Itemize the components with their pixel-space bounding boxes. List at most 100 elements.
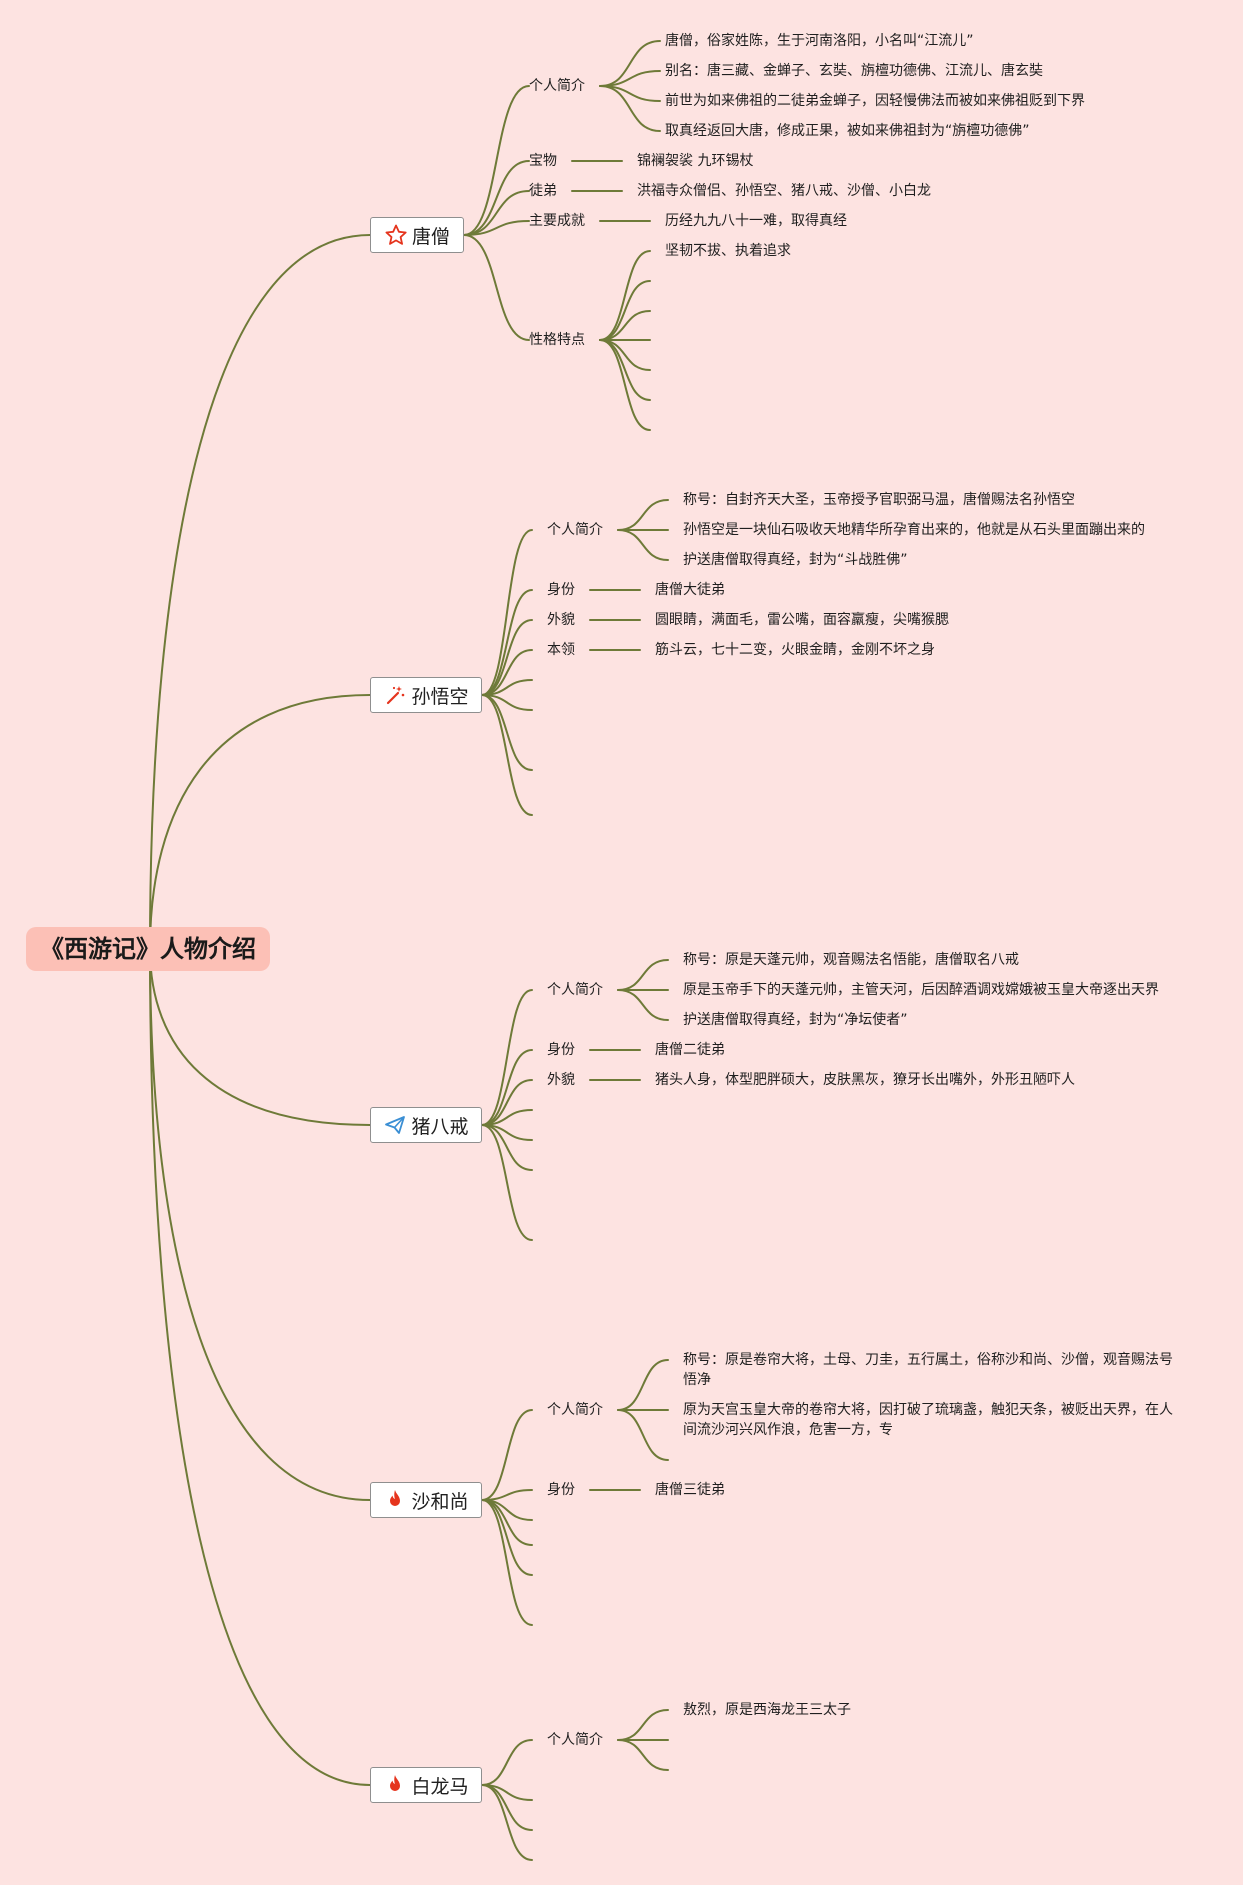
root-branch-connector (149, 234, 371, 950)
connector-curve (617, 959, 669, 991)
connector-curve (481, 1499, 533, 1576)
connector-curve (481, 1409, 533, 1501)
connector-curve (481, 1784, 533, 1831)
connector-curve (481, 1499, 533, 1546)
leaf-text[interactable]: 唐僧三徒弟 (655, 1482, 725, 1498)
leaf-text[interactable]: 取真经返回大唐，修成正果，被如来佛祖封为“旃檀功德佛” (665, 123, 1030, 139)
leaf-text[interactable]: 唐僧大徒弟 (655, 582, 725, 598)
connector-curve (481, 1124, 533, 1141)
connector-curve (481, 619, 533, 696)
leaf-text[interactable]: 孙悟空是一块仙石吸收天地精华所孕育出来的，他就是从石头里面蹦出来的 (683, 522, 1145, 538)
connector-curve (599, 250, 651, 341)
leaf-text[interactable]: 历经九九八十一难，取得真经 (665, 213, 847, 229)
leaf-text[interactable]: 唐僧二徒弟 (655, 1042, 725, 1058)
leaf-text[interactable]: 称号：自封齐天大圣，玉帝授予官职弼马温，唐僧赐法名孙悟空 (683, 492, 1075, 508)
connector-curve (463, 220, 530, 236)
root-branch-connector (149, 694, 371, 950)
leaf-text[interactable]: 原是玉帝手下的天蓬元帅，主管天河，后因醉酒调戏嫦娥被玉皇大帝逐出天界 (683, 982, 1159, 998)
connector-curve (463, 160, 530, 236)
connector-curve (599, 40, 661, 87)
connector-curve (481, 1784, 533, 1861)
subtopic-label[interactable]: 外貌 (547, 1072, 575, 1088)
connector-curve (481, 679, 533, 696)
subtopic-label[interactable]: 性格特点 (529, 332, 585, 348)
connector-curve (481, 1784, 533, 1801)
branch-label: 猪八戒 (411, 1115, 469, 1138)
root-branch-connector (149, 948, 371, 1126)
leaf-text[interactable]: 别名：唐三藏、金蝉子、玄奘、旃檀功德佛、江流儿、唐玄奘 (665, 63, 1043, 79)
connector-curve (463, 190, 530, 236)
root-branch-connector (149, 948, 371, 1786)
connector-curve (599, 339, 651, 371)
paper-plane-icon (383, 1113, 407, 1137)
leaf-text[interactable]: 称号：原是天蓬元帅，观音赐法名悟能，唐僧取名八戒 (683, 952, 1019, 968)
subtopic-label[interactable]: 身份 (547, 1482, 575, 1498)
connector-curve (481, 1109, 533, 1126)
connector-curve (617, 499, 669, 531)
subtopic-label[interactable]: 主要成就 (529, 213, 585, 229)
subtopic-label[interactable]: 个人简介 (547, 1402, 603, 1418)
fire-icon (383, 1773, 407, 1797)
subtopic-label[interactable]: 个人简介 (547, 982, 603, 998)
connector-curve (481, 694, 533, 711)
connector-curve (599, 339, 651, 401)
connector-curve (481, 589, 533, 696)
root-branch-connector (149, 948, 371, 1501)
leaf-text[interactable]: 筋斗云，七十二变，火眼金睛，金刚不坏之身 (655, 642, 935, 658)
branch-label: 孙悟空 (411, 685, 469, 708)
connector-curve (617, 1739, 669, 1771)
leaf-text[interactable]: 护送唐僧取得真经，封为“斗战胜佛” (683, 552, 908, 568)
fire-icon (383, 1488, 407, 1512)
connector-curve (617, 989, 669, 1021)
connector-curve (481, 1124, 533, 1241)
subtopic-label[interactable]: 个人简介 (547, 522, 603, 538)
branch-sha-heshang[interactable]: 沙和尚 (370, 1482, 482, 1518)
connector-curve (463, 234, 530, 341)
connector-curve (481, 1739, 533, 1786)
subtopic-label[interactable]: 本领 (547, 642, 575, 658)
subtopic-label[interactable]: 外貌 (547, 612, 575, 628)
connector-curve (481, 1499, 533, 1521)
connector-curve (481, 989, 533, 1126)
subtopic-label[interactable]: 个人简介 (529, 78, 585, 94)
connector-curve (617, 1409, 669, 1461)
connector-curve (463, 85, 530, 236)
leaf-text[interactable]: 原为天宫玉皇大帝的卷帘大将，因打破了琉璃盏，触犯天条，被贬出天界，在人间流沙河兴… (683, 1402, 1173, 1438)
leaf-text[interactable]: 敖烈，原是西海龙王三太子 (683, 1702, 851, 1718)
subtopic-label[interactable]: 宝物 (529, 153, 557, 169)
star-icon (384, 223, 408, 247)
connector-curve (481, 1489, 533, 1501)
connector-curve (481, 529, 533, 696)
connector-curve (617, 1709, 669, 1741)
leaf-text[interactable]: 猪头人身，体型肥胖硕大，皮肤黑灰，獠牙长出嘴外，外形丑陋吓人 (655, 1072, 1075, 1088)
subtopic-label[interactable]: 身份 (547, 582, 575, 598)
connector-curve (481, 1499, 533, 1626)
subtopic-label[interactable]: 徒弟 (529, 183, 557, 199)
connector-curve (481, 1049, 533, 1126)
leaf-text[interactable]: 锦襕袈裟 九环锡杖 (637, 153, 754, 169)
subtopic-label[interactable]: 身份 (547, 1042, 575, 1058)
connector-curve (481, 694, 533, 816)
branch-zhu-bajie[interactable]: 猪八戒 (370, 1107, 482, 1143)
connector-curve (599, 70, 661, 87)
leaf-text[interactable]: 称号：原是卷帘大将，土母、刀圭，五行属土，俗称沙和尚、沙僧，观音赐法号悟净 (683, 1352, 1173, 1388)
root-topic[interactable]: 《西游记》人物介绍 (26, 927, 270, 971)
leaf-text[interactable]: 唐僧，俗家姓陈，生于河南洛阳，小名叫“江流儿” (665, 33, 974, 49)
subtopic-label[interactable]: 个人简介 (547, 1732, 603, 1748)
leaf-text[interactable]: 圆眼睛，满面毛，雷公嘴，面容羸瘦，尖嘴猴腮 (655, 612, 949, 628)
branch-label: 沙和尚 (411, 1490, 469, 1513)
leaf-text[interactable]: 坚韧不拔、执着追求 (665, 243, 791, 259)
branch-label: 唐僧 (411, 225, 450, 248)
connector-curve (617, 529, 669, 561)
connector-curve (481, 649, 533, 696)
branch-sun-wukong[interactable]: 孙悟空 (370, 677, 482, 713)
branch-bai-longma[interactable]: 白龙马 (370, 1767, 482, 1803)
connector-curve (599, 280, 651, 341)
branch-label: 白龙马 (411, 1775, 469, 1798)
leaf-text[interactable]: 前世为如来佛祖的二徒弟金蝉子，因轻慢佛法而被如来佛祖贬到下界 (665, 93, 1085, 109)
connector-curve (599, 339, 651, 431)
leaf-text[interactable]: 洪福寺众僧侣、孙悟空、猪八戒、沙僧、小白龙 (637, 183, 931, 199)
leaf-text[interactable]: 护送唐僧取得真经，封为“净坛使者” (683, 1012, 908, 1028)
branch-tang-seng[interactable]: 唐僧 (370, 217, 464, 253)
connector-curve (599, 85, 661, 132)
